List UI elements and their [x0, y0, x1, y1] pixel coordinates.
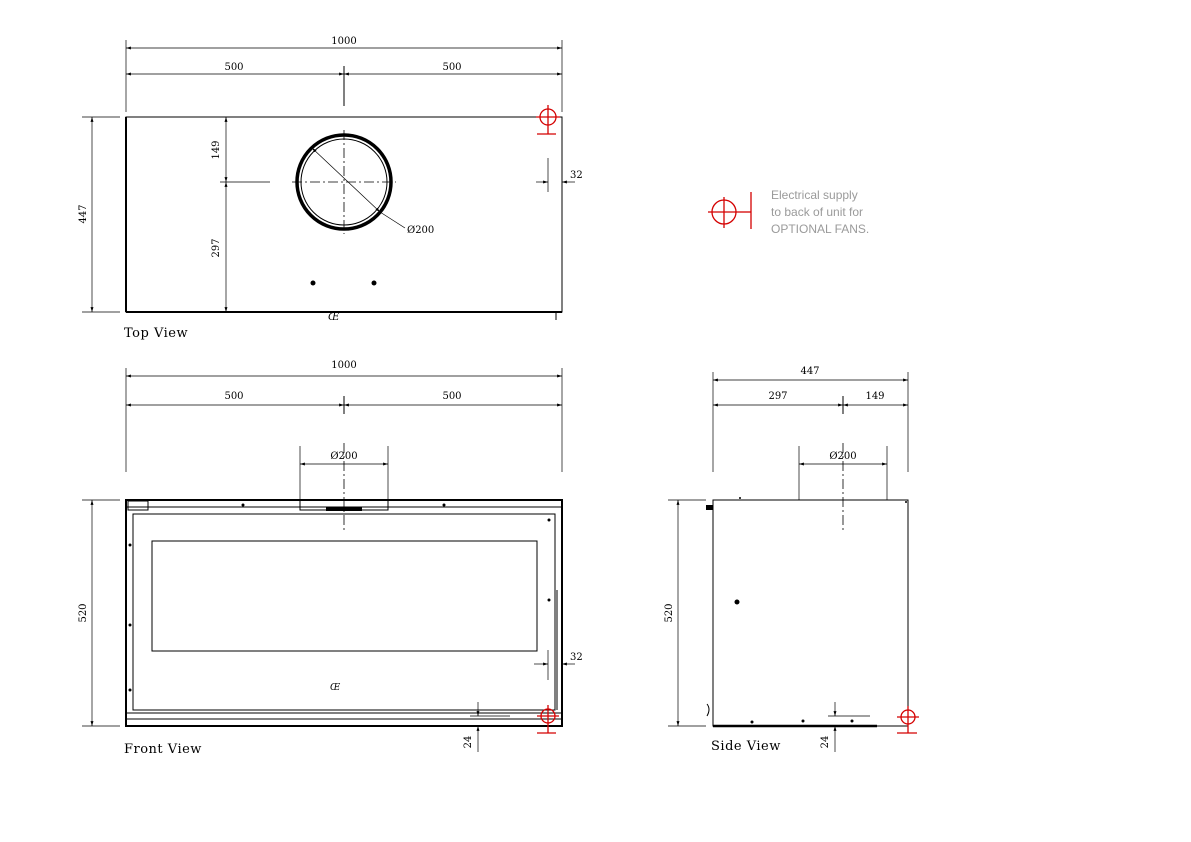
legend-line-2: to back of unit for — [771, 205, 863, 219]
top-view-outline — [125, 116, 563, 313]
side-dim-height: 520 — [664, 603, 675, 622]
top-view-dimensions: 1000 500 500 447 149 297 32 — [78, 36, 583, 313]
front-dim-left: 500 — [224, 391, 243, 402]
svg-text:Œ: Œ — [328, 312, 340, 323]
front-dim-bottom: 24 — [463, 736, 474, 749]
front-dim-right: 500 — [442, 391, 461, 402]
legend-line-1: Electrical supply — [771, 188, 858, 202]
top-flue-diameter: Ø200 — [407, 225, 434, 236]
front-dim-height: 520 — [78, 603, 89, 622]
front-glass-window — [151, 540, 538, 652]
front-view-dimensions: 1000 500 500 Ø200 520 32 — [78, 360, 583, 752]
top-dim-offset: 32 — [570, 170, 583, 181]
front-dim-offset: 32 — [570, 652, 583, 663]
top-dim-height: 447 — [78, 204, 89, 223]
top-view-label: Top View — [124, 326, 188, 341]
side-view-label: Side View — [711, 739, 781, 754]
legend-line-3: OPTIONAL FANS. — [771, 222, 869, 236]
top-dim-total: 1000 — [331, 36, 356, 47]
front-dim-total: 1000 — [331, 360, 356, 371]
front-view: 1000 500 500 Ø200 520 32 — [78, 360, 583, 757]
legend: Electrical supply to back of unit for OP… — [708, 188, 869, 236]
top-dim-left: 500 — [224, 62, 243, 73]
front-view-outline — [125, 499, 563, 727]
top-flue-circle: Ø200 — [292, 130, 434, 236]
front-electrical-icon — [537, 705, 559, 734]
side-view: 447 297 149 Ø200 520 24 — [664, 366, 919, 754]
side-view-outline — [706, 497, 909, 728]
side-dim-total: 447 — [800, 366, 819, 377]
top-view: 1000 500 500 447 149 297 32 — [78, 36, 583, 341]
side-electrical-icon — [897, 706, 919, 734]
side-dim-right: 149 — [865, 391, 884, 402]
side-dim-bottom: 24 — [820, 736, 831, 749]
electrical-supply-icon — [536, 105, 560, 135]
svg-text:Œ: Œ — [330, 683, 341, 693]
legend-electrical-icon — [708, 192, 752, 229]
top-dim-upper: 149 — [211, 140, 222, 159]
top-dim-lower: 297 — [211, 238, 222, 257]
top-dim-right: 500 — [442, 62, 461, 73]
side-view-dimensions: 447 297 149 Ø200 520 24 — [664, 366, 909, 752]
side-dim-left: 297 — [768, 391, 787, 402]
front-view-label: Front View — [124, 742, 202, 757]
